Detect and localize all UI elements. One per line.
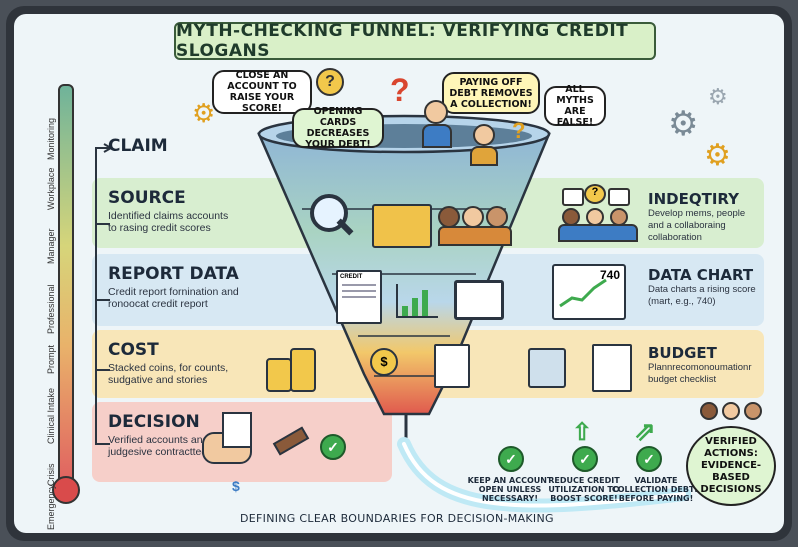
stage-report-label: REPORT DATA: [108, 264, 239, 284]
question-mark-icon: ?: [512, 118, 526, 143]
people-group-icon: [438, 206, 512, 246]
people-group-icon: [696, 402, 766, 426]
budget-checklist-icon: [592, 344, 632, 392]
check-icon: ✓: [572, 446, 598, 472]
scale-label: Crisis: [46, 463, 56, 487]
scale-label: Prompt: [46, 344, 56, 374]
title-banner: MYTH-CHECKING FUNNEL: VERIFYING CREDIT S…: [174, 21, 656, 61]
infographic-canvas: MYTH-CHECKING FUNNEL: VERIFYING CREDIT S…: [14, 14, 784, 533]
bubble-opening-cards: OPENING CARDS DECREASES YOUR DEBT!: [292, 106, 384, 150]
credit-report-title: CREDIT: [340, 274, 363, 280]
scale-label: Clinical Intake: [46, 387, 56, 444]
calculator-icon: [528, 348, 566, 388]
action-item: REDUCE CREDIT UTILIZATION TO BOOST SCORE…: [548, 476, 620, 503]
verified-actions-badge: VERIFIED ACTIONS: EVIDENCE-BASED DECISIO…: [686, 426, 776, 506]
question-mark-icon: ?: [390, 72, 410, 108]
page-title: MYTH-CHECKING FUNNEL: VERIFYING CREDIT S…: [176, 21, 629, 61]
escalation-thermometer: [58, 84, 74, 488]
bar-chart-icon: [396, 284, 438, 318]
panel-budget-desc: Plannrecomonoumationr budget checklist: [648, 362, 752, 385]
coin-icon: $: [370, 348, 398, 376]
scale-label: Monitoring: [46, 117, 56, 160]
stage-report-desc: Credit report fornination and ronoocat c…: [108, 286, 239, 310]
stage-decision-label: DECISION: [108, 412, 200, 432]
check-icon: ✓: [498, 446, 524, 472]
stage-cost-desc: Stacked coins, for counts, sudgative and…: [108, 362, 229, 386]
question-mark-icon: ?: [316, 68, 344, 96]
panel-identity-desc: Develop mems, people and a collaboraing …: [648, 208, 746, 243]
coin-stack-icon: [266, 344, 318, 392]
arrow-up-icon: ⇧: [572, 419, 593, 446]
score-value: 740: [599, 268, 620, 282]
chat-bubbles-icon: ?: [562, 184, 632, 206]
scale-label: Emergency: [46, 484, 56, 530]
gear-icon: ⚙: [192, 98, 216, 128]
gear-icon: ⚙: [668, 105, 699, 143]
gear-icon: ⚙: [708, 84, 728, 109]
panel-budget-label: BUDGET: [648, 344, 717, 362]
panel-data-chart-label: DATA CHART: [648, 266, 754, 284]
check-icon: ✓: [320, 434, 346, 460]
credit-report-icon: CREDIT: [336, 270, 382, 324]
scale-label: Manager: [46, 228, 56, 264]
stage-source-label: SOURCE: [108, 188, 186, 208]
document-icon: [222, 412, 252, 448]
action-item: VALIDATE COLLECTION DEBTS BEFORE PAYING!: [611, 476, 701, 503]
stage-cost-label: COST: [108, 340, 159, 360]
panel-data-chart-desc: Data charts a rising score (mart, e.g., …: [648, 284, 756, 307]
arrow-up-icon: ⇗: [634, 416, 656, 446]
stage-source-desc: Identified claims accounts to rasing cre…: [108, 210, 229, 234]
checklist-icon: [434, 344, 470, 388]
dollar-icon: $: [232, 478, 240, 494]
bubble-paying-off: PAYING OFF DEBT REMOVES A COLLECTION!: [442, 72, 540, 114]
flow-bracket-lines: [95, 143, 114, 445]
folder-icon: [372, 204, 432, 248]
scale-label: Workplace: [46, 167, 56, 210]
thermometer-bulb: [52, 476, 80, 504]
stage-decision-desc: Verified accounts and judgesive contract…: [108, 434, 209, 458]
gear-icon: ⚙: [704, 139, 731, 172]
panel-identity-label: INDEQTIRY: [648, 190, 739, 208]
glowing-path: [397, 437, 691, 513]
funnel-graphic: [257, 114, 551, 442]
scale-label: Professional: [46, 284, 56, 334]
team-icon: [558, 208, 640, 242]
monitor-chart-icon: [454, 280, 504, 320]
footer-caption: DEFINING CLEAR BOUNDARIES FOR DECISION-M…: [240, 512, 554, 525]
bubble-all-myths: ALL MYTHS ARE FALSE!: [544, 84, 606, 128]
bubble-close-account: CLOSE AN ACCOUNT TO RAISE YOUR SCORE!: [212, 70, 312, 114]
stage-claim-label: CLAIM: [108, 136, 168, 156]
worried-person-icon: [470, 124, 498, 166]
action-item: KEEP AN ACCOUNT OPEN UNLESS NECESSARY!: [467, 476, 553, 503]
thinking-person-icon: [422, 100, 452, 148]
score-chart-icon: 740: [552, 264, 626, 320]
check-icon: ✓: [636, 446, 662, 472]
